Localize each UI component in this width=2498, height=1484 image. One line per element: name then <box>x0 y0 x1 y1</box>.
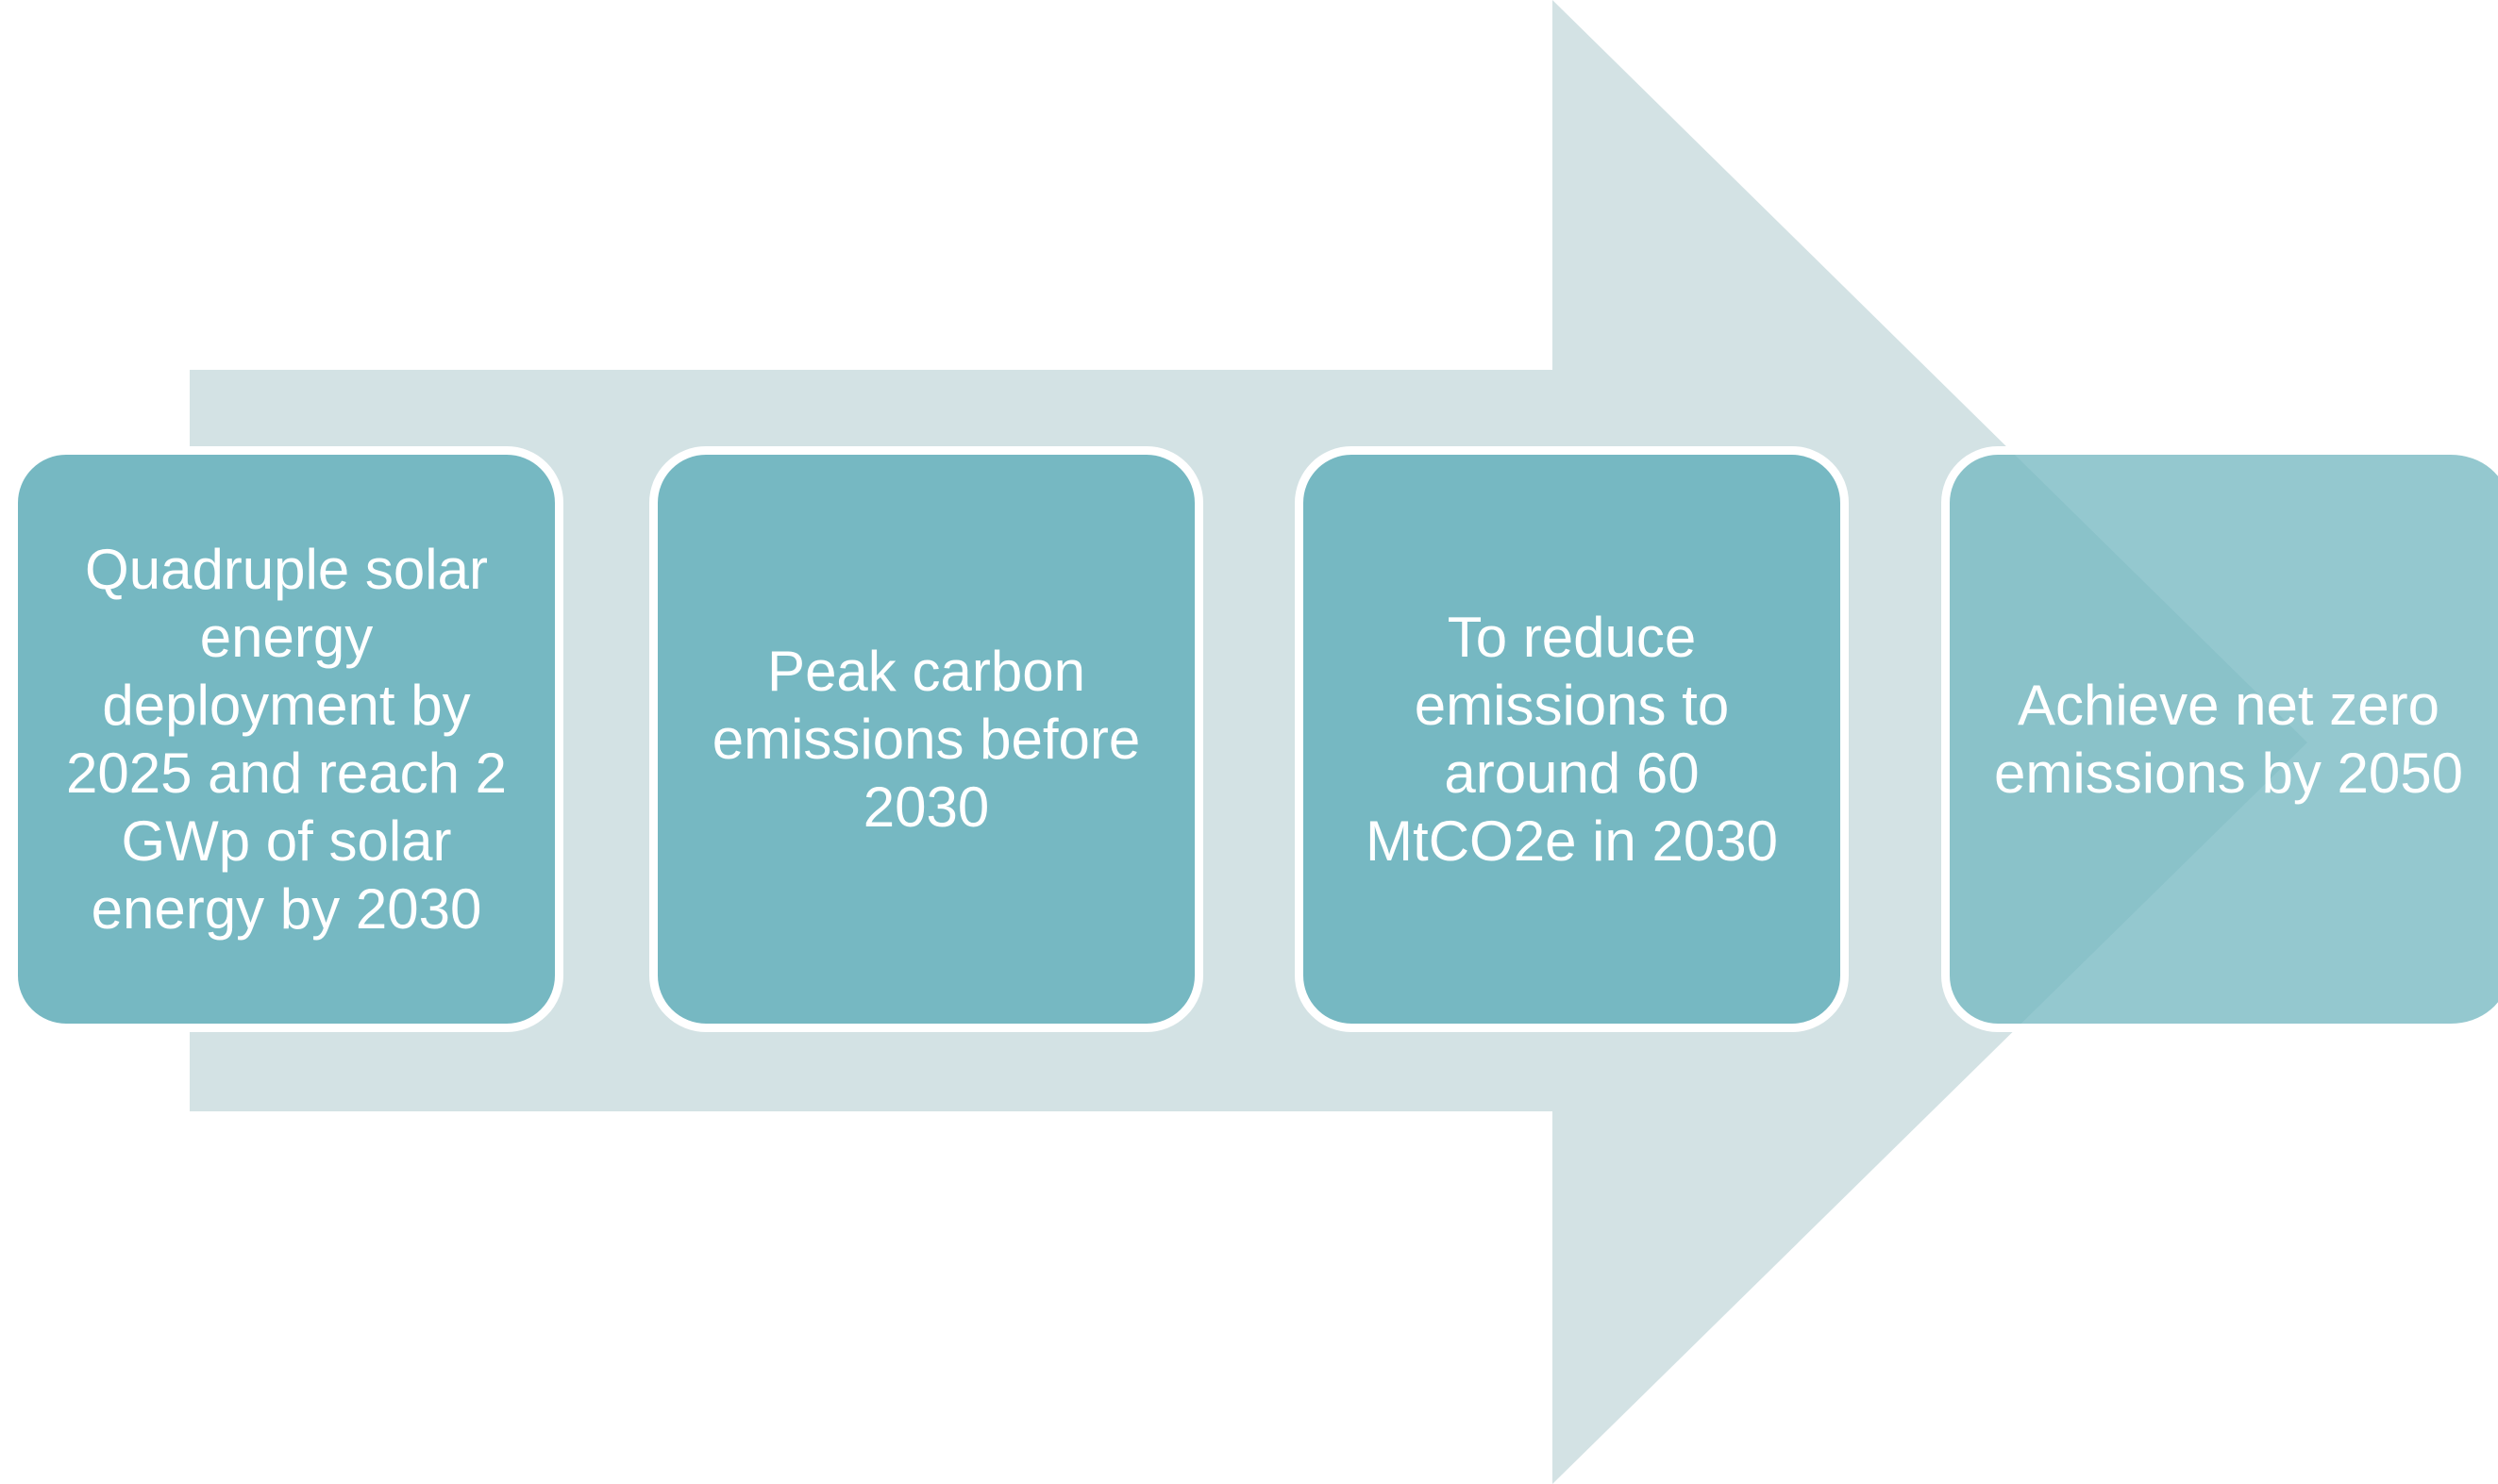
process-step-2-label: Peak carbon emissions before 2030 <box>712 639 1141 839</box>
process-step-3[interactable]: To reduce emissions to around 60 MtCO2e … <box>1295 446 1849 1032</box>
process-step-3-label: To reduce emissions to around 60 MtCO2e … <box>1366 605 1778 873</box>
process-step-1-label: Quadruple solar energy deployment by 202… <box>65 537 508 941</box>
process-step-1[interactable]: Quadruple solar energy deployment by 202… <box>9 446 563 1032</box>
process-step-2[interactable]: Peak carbon emissions before 2030 <box>649 446 1203 1032</box>
process-step-4[interactable]: Achieve net zero emissions by 2050 <box>1941 446 2498 1032</box>
right-pointing-block-arrow-shape <box>190 0 2307 1484</box>
process-step-4-label: Achieve net zero emissions by 2050 <box>1994 673 2463 805</box>
